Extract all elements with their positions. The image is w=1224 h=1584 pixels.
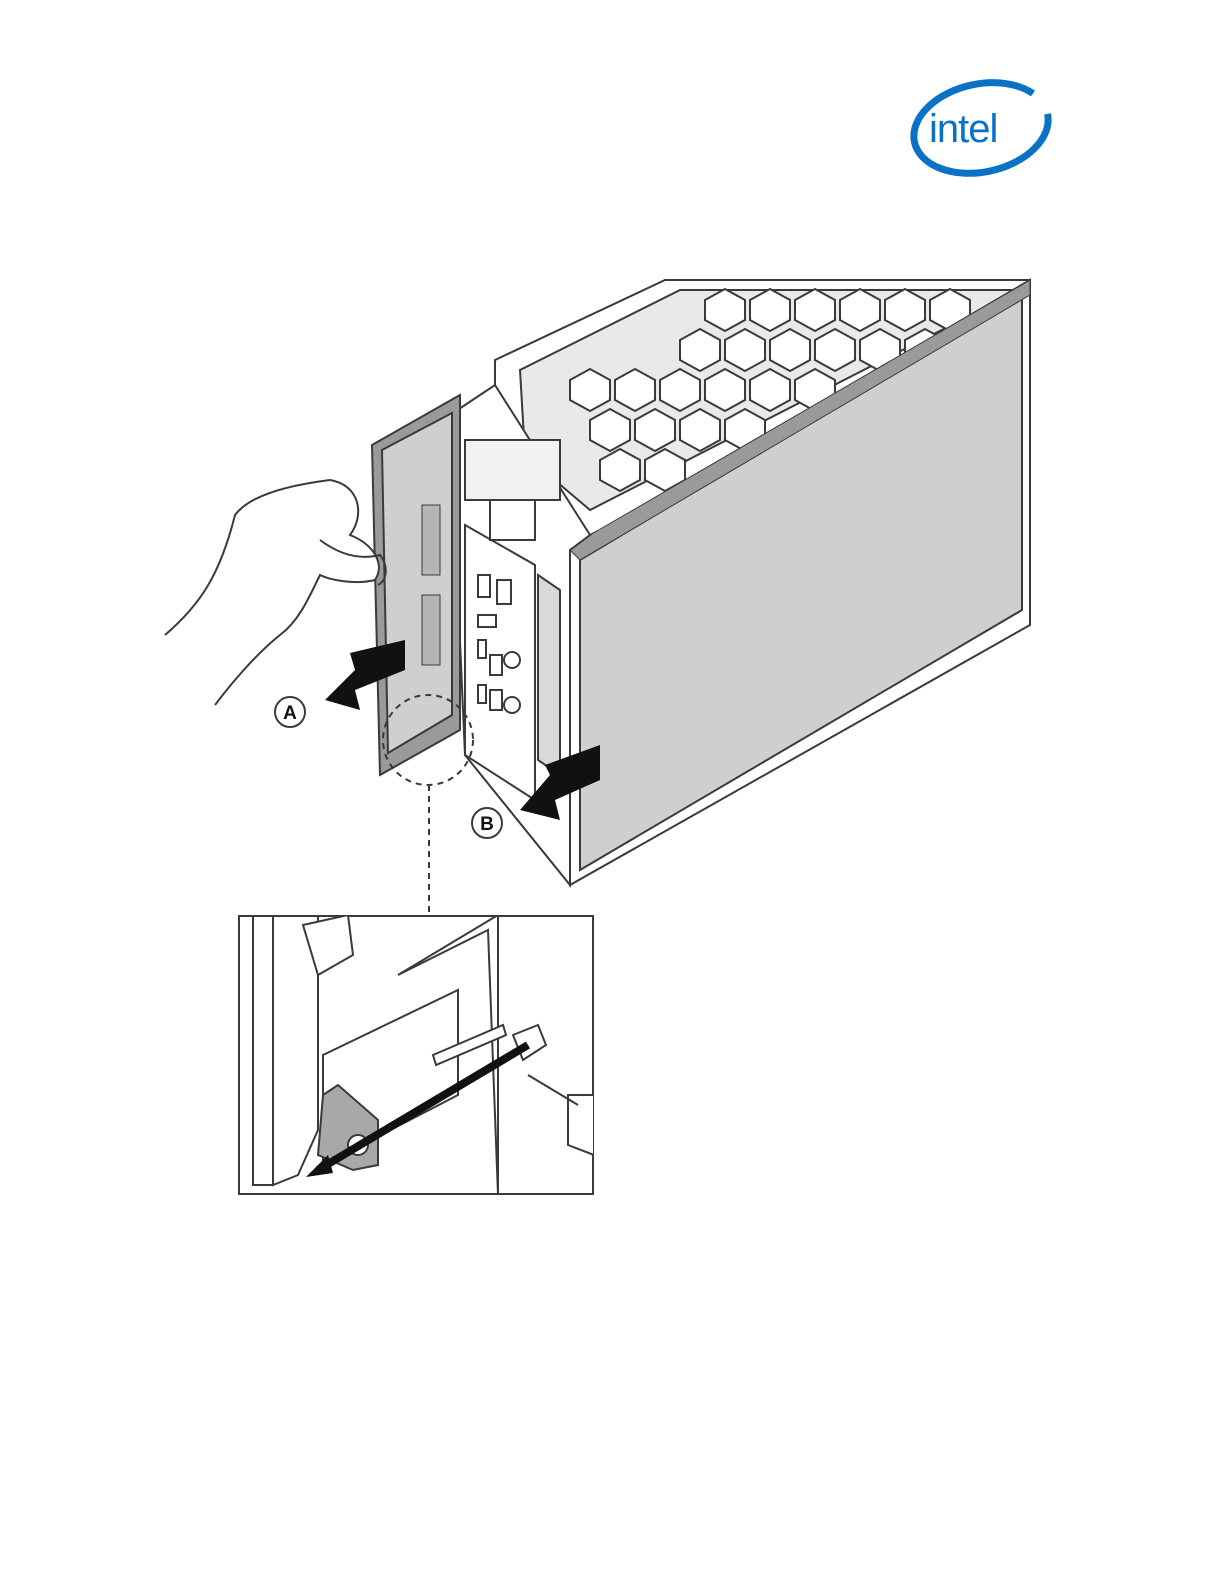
callout-a: A bbox=[275, 697, 305, 727]
intel-logo-text: intel bbox=[929, 107, 997, 151]
callout-a-label: A bbox=[283, 703, 297, 724]
chassis-illustration: A B bbox=[160, 275, 1040, 905]
intel-logo: intel bbox=[905, 78, 1057, 178]
hinge-detail-inset bbox=[238, 915, 594, 1195]
rear-cover bbox=[372, 395, 460, 775]
hand bbox=[165, 480, 386, 705]
callout-b: B bbox=[472, 808, 502, 838]
callout-b-label: B bbox=[480, 814, 494, 835]
